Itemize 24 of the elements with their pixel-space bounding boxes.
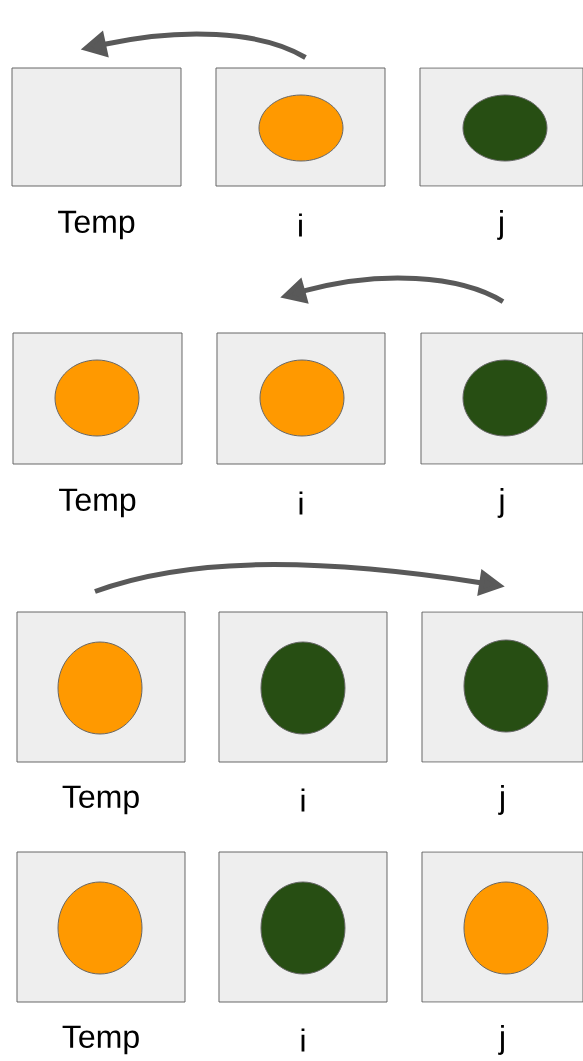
box-label: i bbox=[301, 788, 305, 812]
circle bbox=[259, 359, 345, 437]
circle bbox=[463, 881, 549, 975]
circle bbox=[54, 359, 140, 437]
circle bbox=[57, 881, 143, 975]
box-label: j bbox=[497, 210, 503, 240]
box-label: j bbox=[498, 785, 504, 815]
box-label: j bbox=[497, 488, 504, 518]
circle bbox=[57, 641, 143, 735]
circle bbox=[463, 639, 549, 733]
box-label: j bbox=[498, 1025, 504, 1055]
box-label: i bbox=[301, 1028, 305, 1052]
circle bbox=[260, 641, 346, 735]
box-label: i bbox=[299, 213, 302, 237]
box-label: Temp bbox=[58, 210, 135, 240]
box bbox=[11, 67, 182, 187]
box-label: Temp bbox=[59, 488, 136, 518]
circle bbox=[462, 359, 548, 437]
circle bbox=[260, 881, 346, 975]
box-label: i bbox=[299, 491, 303, 515]
box-label: Temp bbox=[62, 785, 139, 815]
circle bbox=[462, 94, 548, 162]
box-label: Temp bbox=[62, 1025, 139, 1055]
circle bbox=[258, 94, 344, 162]
